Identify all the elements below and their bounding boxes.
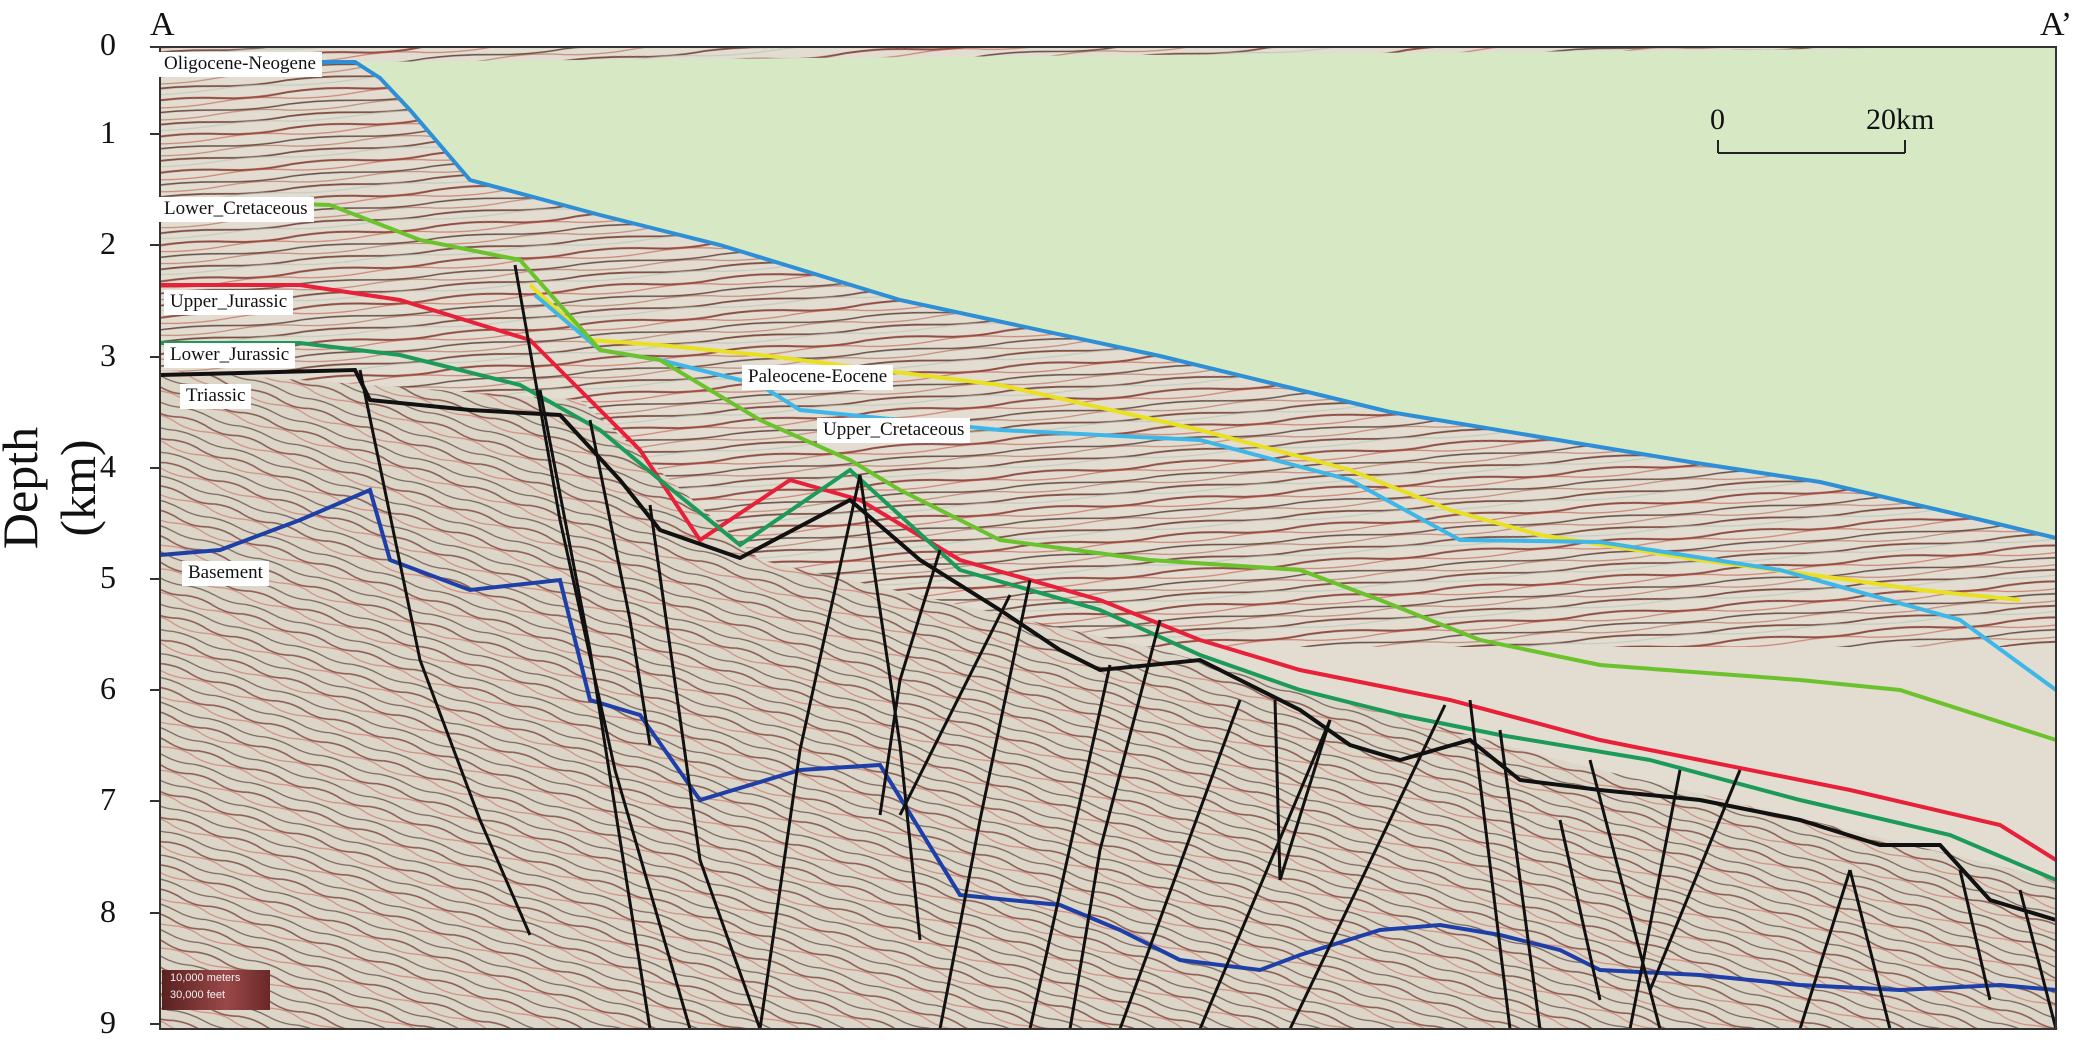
fault-16 (1198, 719, 1332, 1030)
horizon-label-upper-cretaceous: Upper_Cretaceous (817, 418, 971, 443)
inset-legend-meters: 10,000 meters (170, 972, 241, 984)
fault-9 (898, 594, 1012, 816)
depth-tick-9: 9 (100, 1004, 116, 1040)
scale-bar (1717, 140, 1906, 154)
horizon-lower-cretaceous (159, 198, 2057, 742)
fault-22 (1628, 769, 1682, 1030)
fault-12 (1068, 619, 1162, 1030)
fault-7 (858, 474, 922, 941)
depth-tick-8: 8 (100, 893, 116, 929)
inset-scale-legend: 10,000 meters 30,000 feet (162, 970, 270, 1010)
depth-tick-2: 2 (100, 225, 116, 261)
fault-3 (538, 389, 652, 1030)
fault-19 (1498, 729, 1542, 1030)
scale-bar-end-label: 20km (1866, 103, 1935, 136)
depth-tick-7: 7 (100, 781, 116, 817)
horizon-upper-jurassic (160, 283, 2058, 862)
fault-18 (1468, 699, 1512, 1030)
fault-17 (1288, 704, 1447, 1030)
horizon-label-basement: Basement (182, 561, 269, 586)
horizon-label-paleocene-eocene: Paleocene-Eocene (742, 365, 894, 390)
horizon-label-lower-cretaceous: Lower_Cretaceous (158, 197, 314, 222)
horizon-label-lower-jurassic: Lower_Jurassic (164, 343, 296, 368)
section-end-label: A’ (2040, 6, 2073, 43)
fault-14 (1273, 699, 1282, 881)
deep-reflectors (160, 370, 2056, 1029)
depth-tick-marks (150, 46, 160, 1025)
depth-tick-1: 1 (100, 114, 116, 150)
depth-tick-3: 3 (100, 337, 116, 373)
scale-bar-start-label: 0 (1710, 103, 1725, 136)
fault-25 (1848, 869, 1892, 1030)
horizon-lower-jurassic (160, 341, 2057, 882)
inset-legend-feet: 30,000 feet (170, 989, 226, 1001)
section-start-label: A (150, 6, 175, 43)
fault-13 (1118, 699, 1242, 1030)
fault-lines (358, 264, 2058, 1030)
fault-23 (1648, 769, 1742, 991)
fault-15 (1278, 719, 1332, 881)
fault-6 (758, 474, 862, 1030)
depth-tick-4: 4 (100, 448, 116, 484)
water-column (355, 47, 2056, 538)
fault-24 (1798, 869, 1852, 1030)
horizon-triassic (159, 367, 2057, 922)
fault-26 (1958, 869, 1992, 1001)
horizon-oligocene-neogene (160, 60, 2057, 540)
depth-tick-6: 6 (100, 670, 116, 706)
fault-1 (358, 369, 532, 936)
fault-4 (588, 419, 652, 746)
fault-11 (1028, 664, 1112, 1030)
fault-5 (648, 504, 762, 1030)
section-frame (159, 46, 2057, 1030)
horizon-label-upper-jurassic: Upper_Jurassic (164, 290, 294, 315)
depth-tick-0: 0 (100, 26, 116, 62)
fault-10 (938, 579, 1032, 1030)
fault-2 (513, 264, 692, 1030)
fault-20 (1558, 819, 1602, 1001)
fault-8 (878, 549, 942, 816)
horizon-label-oligocene-neogene: Oligocene-Neogene (158, 52, 322, 77)
fault-21 (1588, 759, 1662, 1030)
horizon-paleocene-eocene (528, 283, 2021, 602)
horizon-label-triassic: Triassic (180, 384, 252, 409)
fault-27 (2018, 889, 2058, 1030)
depth-tick-5: 5 (100, 559, 116, 595)
